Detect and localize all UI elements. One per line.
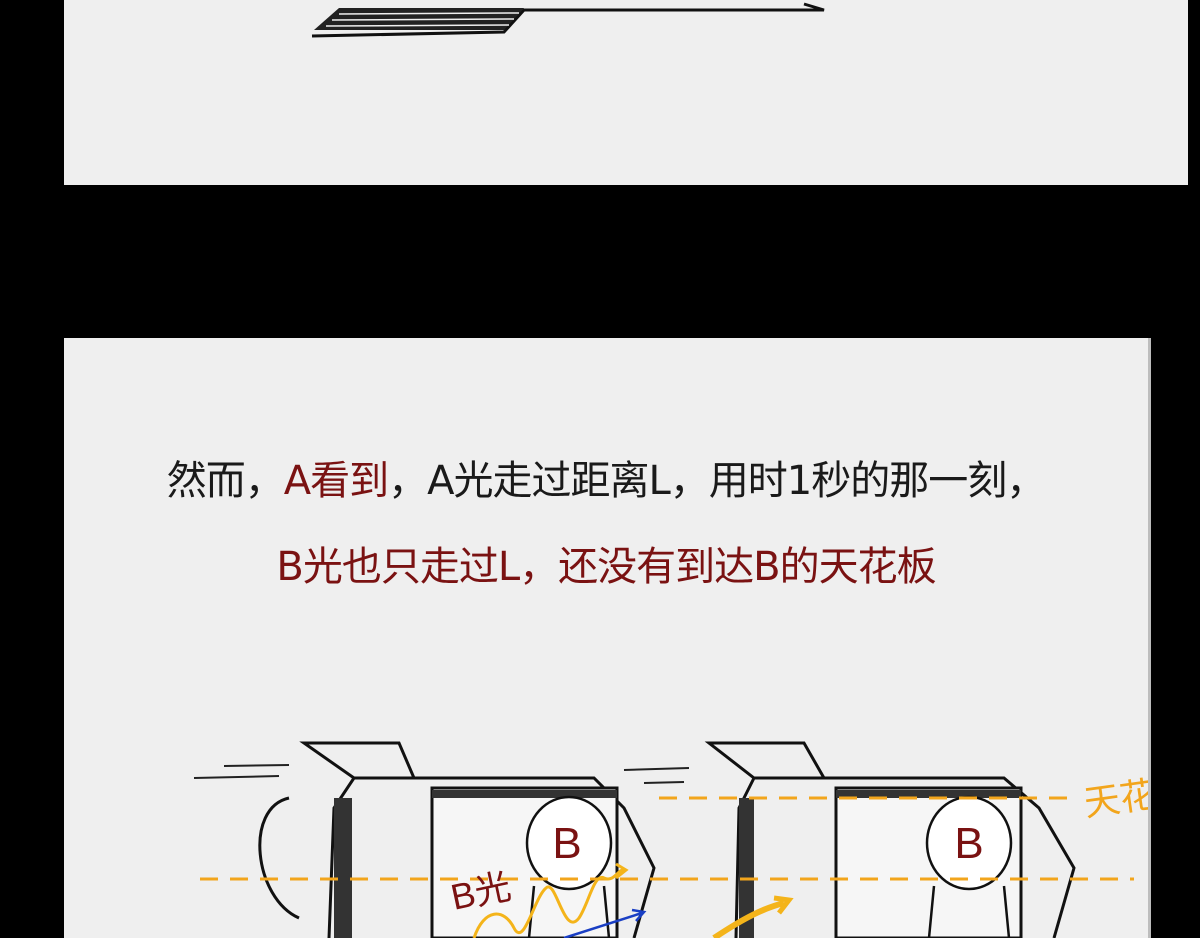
right-person-b [925, 795, 1013, 938]
caption-line-1: 然而，A看到，A光走过距离L，用时1秒的那一刻， [64, 448, 1148, 506]
comic-panel-bottom: 然而，A看到，A光走过距离L，用时1秒的那一刻， B光也只走过L，还没有到达B的… [64, 338, 1151, 938]
caption-text: 然而， [166, 458, 285, 504]
label-b-right: B [954, 819, 983, 868]
hatch-lines [325, 12, 520, 27]
top-outline [311, 2, 825, 38]
caption-text: ，A光走过距离L，用时1秒的那一刻， [388, 458, 1046, 504]
blue-arrow-head [631, 908, 647, 922]
light-wave-right-arrowhead [773, 895, 794, 915]
left-person-b [525, 795, 613, 938]
top-panel-drawing [311, 2, 825, 38]
label-b-left: B [552, 819, 581, 868]
speed-lines [193, 764, 690, 784]
blue-arrow [563, 911, 643, 938]
light-wave [472, 868, 625, 938]
caption-highlight: A看到 [283, 458, 389, 504]
light-wave-right [712, 900, 785, 938]
light-wave-arrowhead [615, 862, 629, 880]
label-ceiling: 天花板 [1082, 769, 1148, 825]
caption-line-2: B光也只走过L，还没有到达B的天花板 [276, 544, 936, 590]
comic-panel-top [64, 0, 1188, 185]
spaceship-illustration: B B B光 天花板 [193, 741, 1148, 938]
